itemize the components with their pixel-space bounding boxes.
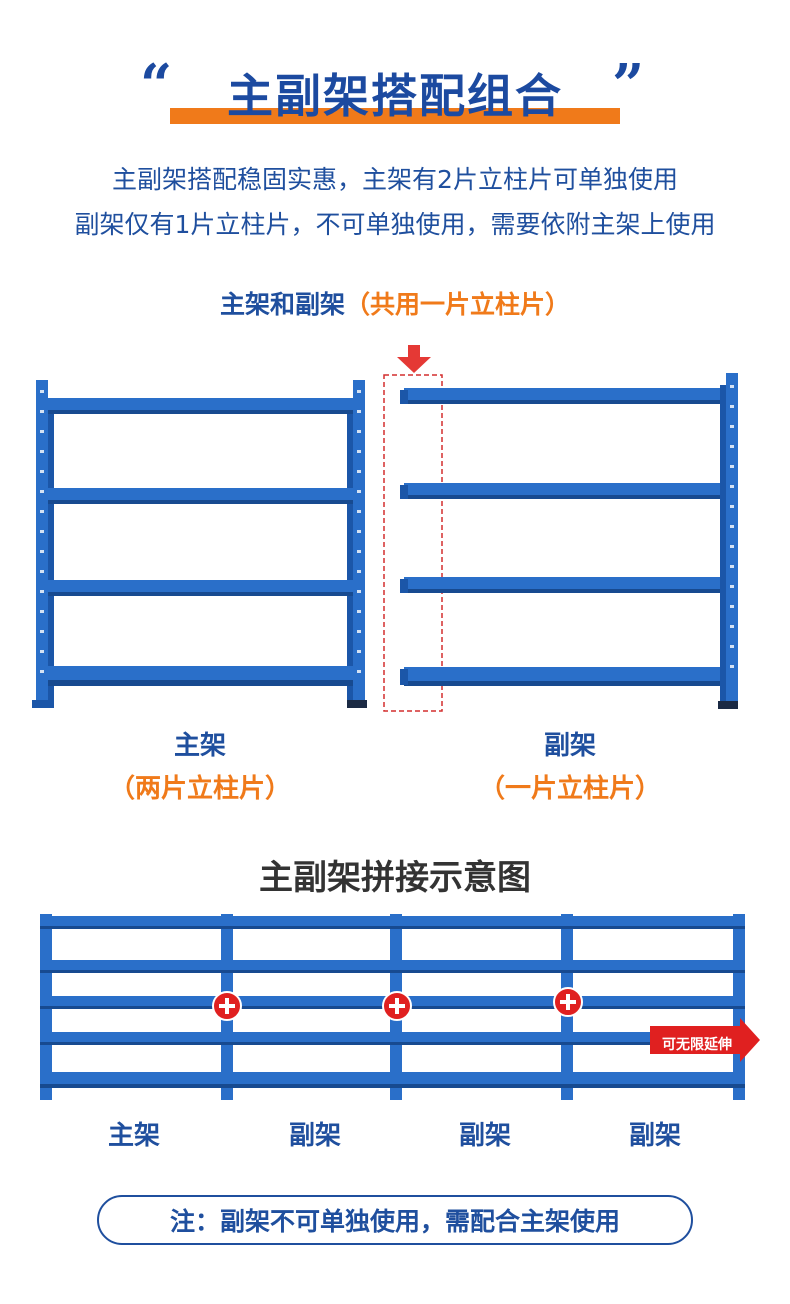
title-underline [170, 108, 620, 124]
segment-label-2: 副架 [288, 1121, 341, 1151]
sub-rack-label: 副架 [543, 731, 596, 761]
main-rack-image [32, 380, 367, 708]
combo-heading: 主架和副架（共用一片立柱片） [0, 285, 790, 321]
extend-arrow [650, 1018, 760, 1062]
plus-marker-1 [212, 991, 242, 1021]
combo-heading-main: 主架和副架 [219, 290, 345, 319]
note-box: 注：副架不可单独使用，需配合主架使用 [97, 1195, 693, 1245]
sub-rack-sublabel: （一片立柱片） [478, 774, 661, 804]
plus-marker-2 [382, 991, 412, 1021]
segment-label-4: 副架 [628, 1121, 681, 1151]
plus-marker-3 [553, 987, 583, 1017]
segment-label-3: 副架 [458, 1121, 511, 1151]
page-title: 主副架搭配组合 [227, 69, 563, 123]
intro-line-1: 主副架搭配稳固实惠，主架有2片立柱片可单独使用 [112, 165, 678, 194]
main-rack-label: 主架 [173, 731, 226, 761]
diagram-title: 主副架拼接示意图 [259, 858, 531, 898]
segment-label-1: 主架 [107, 1121, 160, 1151]
main-rack-sublabel: （两片立柱片） [108, 774, 291, 804]
quote-open-mark: “ [140, 52, 173, 118]
combo-heading-note: （共用一片立柱片） [345, 290, 571, 319]
extend-label: 可无限延伸 [662, 1037, 732, 1053]
sub-rack-image [383, 345, 738, 712]
note-text: 注：副架不可单独使用，需配合主架使用 [169, 1207, 620, 1236]
splice-diagram [40, 914, 760, 1100]
intro-line-2: 副架仅有1片立柱片，不可单独使用，需要依附主架上使用 [74, 210, 716, 239]
quote-close-mark: ” [612, 52, 645, 118]
